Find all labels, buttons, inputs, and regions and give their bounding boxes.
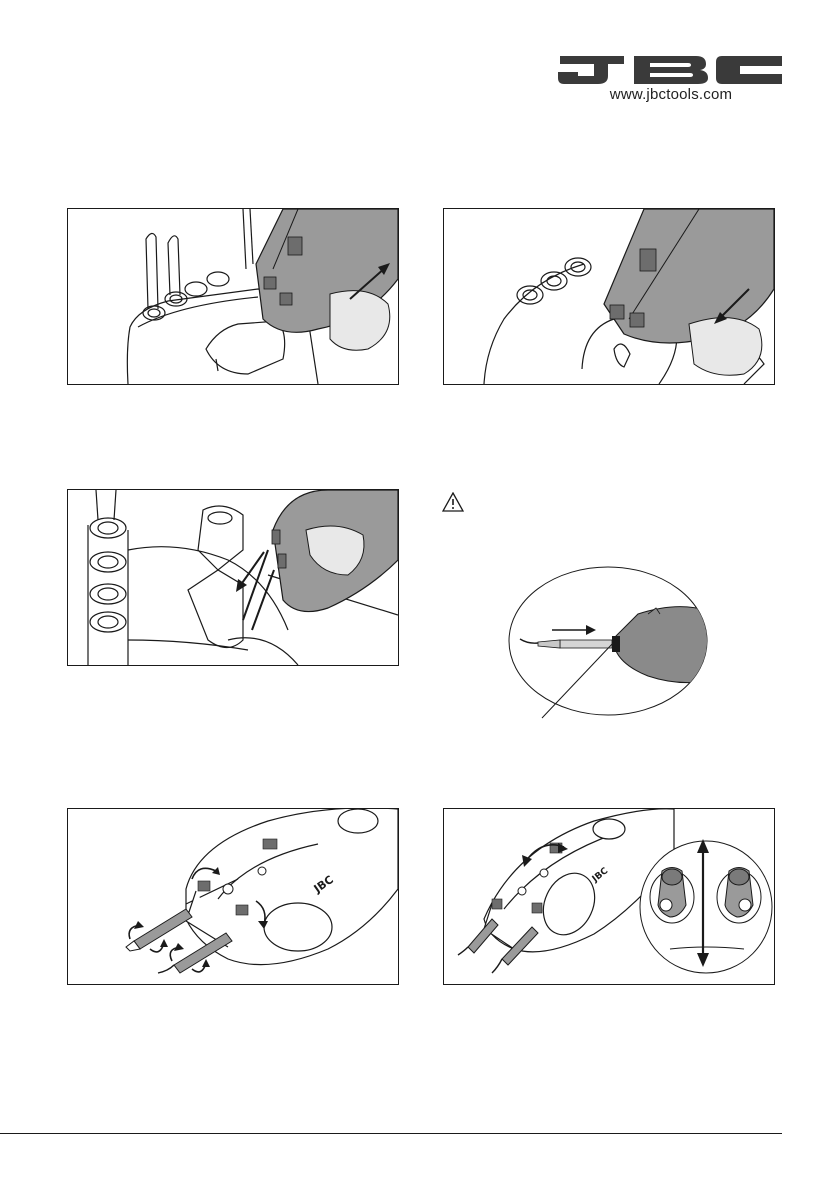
figure-2-illustration [444,209,774,384]
website-url[interactable]: www.jbctools.com [560,86,782,103]
figure-cartridge-stand [67,489,399,666]
figure-insert-cartridge [443,208,775,385]
figure-3-illustration [68,490,398,665]
jbc-logo [556,54,784,86]
leader-line [528,640,648,720]
footer-rule [0,1133,782,1134]
figure-adjust-tweezer-width: JBC [443,808,775,985]
figure-6-illustration: JBC [444,809,774,984]
figure-remove-cartridge [67,208,399,385]
figure-1-illustration [68,209,398,384]
figure-5-illustration: JBC [68,809,398,984]
figure-rotate-tips: JBC [67,808,399,985]
warning-icon [442,492,464,512]
